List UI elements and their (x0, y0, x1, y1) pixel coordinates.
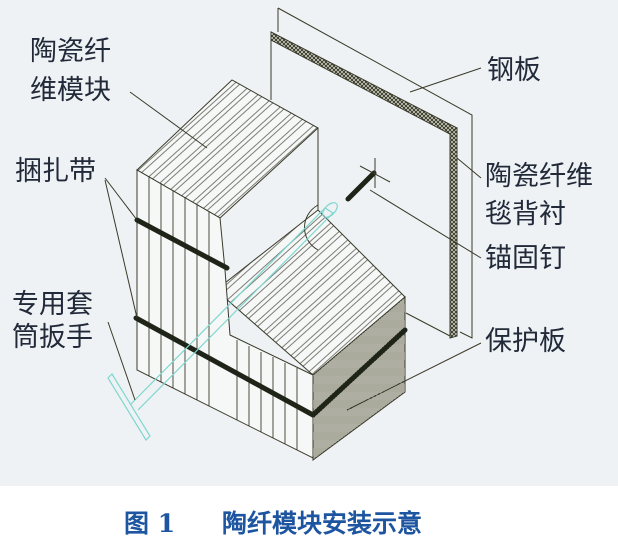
label-module-line2: 维模块 (30, 75, 111, 106)
blanket-backing-side (449, 127, 458, 339)
label-steel-plate: 钢板 (487, 55, 541, 86)
label-wrench-line1: 专用套 (12, 289, 93, 320)
leader-lines (104, 67, 482, 411)
strap-upper (134, 217, 230, 271)
label-blanket-line2: 毯背衬 (485, 199, 566, 230)
caption-title: 陶纤模块安装示意 (222, 509, 422, 538)
strap-lower (133, 315, 408, 418)
caption-number: 图 1 (124, 509, 175, 538)
anchor-nail (345, 158, 391, 202)
label-strap: 捆扎带 (15, 156, 96, 187)
socket-wrench (107, 202, 338, 441)
steel-plate (270, 7, 473, 339)
ceramic-fiber-module (133, 79, 408, 461)
label-wrench-line2: 筒扳手 (12, 322, 93, 353)
label-anchor: 锚固钉 (485, 243, 566, 274)
label-protect-plate: 保护板 (485, 326, 566, 357)
label-blanket-line1: 陶瓷纤维 (485, 161, 593, 192)
protection-plate (312, 295, 406, 461)
label-module-line1: 陶瓷纤 (30, 36, 111, 67)
